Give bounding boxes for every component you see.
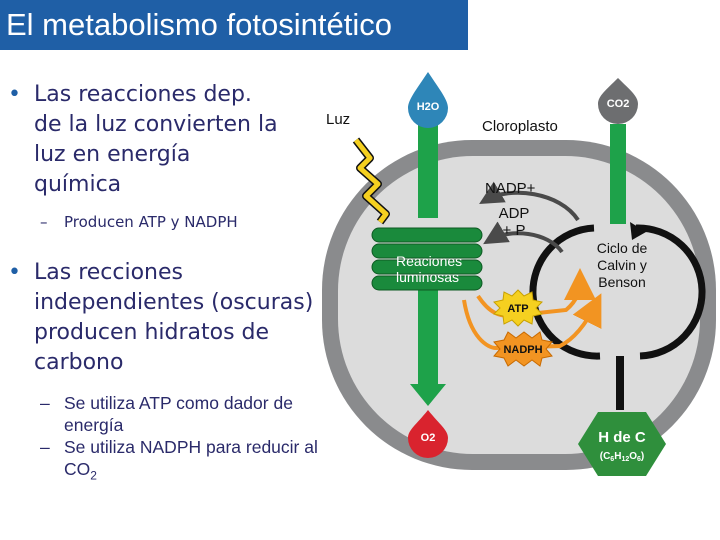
glucose-c: (C: [600, 451, 611, 462]
sugar-output-line: [616, 356, 624, 410]
sub-bullet-text-line: CO2: [64, 458, 366, 487]
adp-label: ADP: [499, 205, 530, 222]
nadp-label: NADP+: [485, 180, 536, 197]
calvin-cycle-arc-left: [529, 224, 601, 360]
water-channel: [418, 112, 438, 218]
sub-bullet-atp-donor: Se utiliza ATP como dador de energía: [6, 392, 366, 436]
adp-return-arrow: [483, 221, 564, 254]
sub-bullet-text-line: energía: [64, 415, 124, 435]
bullet-list: Las reacciones dep. de la luz convierten…: [6, 80, 366, 487]
h2o-label: H2O: [417, 101, 440, 113]
calvin-label-2: Calvin y: [597, 257, 647, 273]
thylakoid-stack: [371, 227, 483, 291]
bullet-text-line: química: [34, 172, 122, 197]
bullet-text-line: Las reacciones dep.: [34, 82, 252, 107]
luz-label: Luz: [326, 111, 350, 128]
co2-drop-icon: [598, 78, 638, 124]
co2-text: CO: [64, 459, 91, 479]
oxygen-arrowhead: [410, 384, 446, 406]
bullet-text-line: independientes (oscuras): [34, 290, 314, 315]
bullet-text-line: producen hidratos de: [34, 320, 270, 345]
calvin-label-3: Benson: [598, 274, 645, 290]
luminosas-label: luminosas: [396, 269, 459, 285]
sub-bullet-text-line: Se utiliza ATP como dador de: [64, 393, 293, 413]
co2-subscript: 2: [90, 468, 97, 483]
bullet-text-line: luz en energía: [34, 142, 191, 167]
hdec-label: H de C: [598, 429, 646, 446]
thylakoid-disc: [371, 259, 483, 275]
glucose-o: O: [629, 451, 637, 462]
reacciones-label: Reaciones: [396, 253, 462, 269]
oxygen-channel: [418, 286, 438, 386]
calvin-cycle-arrowhead: [630, 222, 646, 240]
glucose-formula: (C6H12O6): [600, 451, 645, 463]
light-bolt-fill: [354, 138, 389, 224]
bullet-text-line: Las recciones: [34, 260, 183, 285]
sub-bullet-text-line: Se utiliza NADPH para reducir al: [64, 437, 318, 457]
bullet-text-line: de la luz convierten la: [34, 112, 278, 137]
thylakoid-disc: [371, 243, 483, 259]
sub-bullet-nadph-reduce: Se utiliza NADPH para reducir al CO2: [6, 436, 366, 487]
thylakoid-disc: [371, 275, 483, 291]
page-title: El metabolismo fotosintético: [0, 0, 468, 50]
carbohydrate-hexagon-icon: [578, 412, 666, 476]
nadph-arrow: [462, 293, 602, 351]
nadph-label: NADPH: [503, 344, 542, 356]
sub-bullet-atp-nadph: Producen ATP y NADPH: [6, 212, 366, 232]
bullet-dark-reactions: Las recciones independientes (oscuras) p…: [6, 258, 366, 378]
atp-burst-icon: [493, 289, 543, 327]
adp-p-label: + P: [503, 222, 526, 239]
nadph-burst-icon: [493, 331, 553, 367]
nadp-return-arrow: [479, 181, 580, 222]
bullet-text-line: carbono: [34, 350, 124, 375]
o2-label: O2: [421, 432, 436, 444]
glucose-close: ): [641, 451, 644, 462]
glucose-6b: 6: [637, 456, 641, 463]
glucose-h: H: [614, 451, 621, 462]
co2-label: CO2: [607, 98, 630, 110]
co2-channel: [610, 124, 626, 224]
bullet-light-reactions: Las reacciones dep. de la luz convierten…: [6, 80, 366, 200]
cloroplasto-label: Cloroplasto: [482, 118, 558, 135]
thylakoid-disc: [371, 227, 483, 243]
sub-bullet-group: Se utiliza ATP como dador de energía Se …: [6, 392, 366, 487]
calvin-label-1: Ciclo de: [597, 240, 648, 256]
h2o-drop-icon: [408, 72, 448, 128]
calvin-cycle-arc-right: [635, 224, 706, 360]
o2-drop-icon: [408, 410, 448, 458]
glucose-6a: 6: [610, 456, 614, 463]
atp-label: ATP: [507, 303, 528, 315]
glucose-12: 12: [621, 456, 629, 463]
